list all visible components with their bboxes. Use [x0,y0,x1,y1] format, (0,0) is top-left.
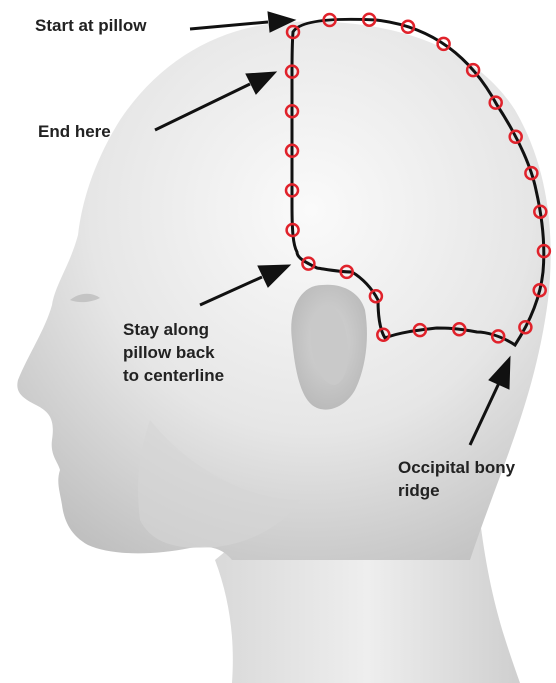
label-stay-line-2: pillow back [123,341,224,364]
label-start-text: Start at pillow [35,14,146,37]
label-start-at-pillow: Start at pillow [35,14,146,37]
label-stay-along: Stay along pillow back to centerline [123,318,224,387]
label-stay-line-1: Stay along [123,318,224,341]
label-occipital-line-1: Occipital bony [398,456,515,479]
label-end-here: End here [38,120,111,143]
label-stay-line-3: to centerline [123,364,224,387]
label-occipital-ridge: Occipital bony ridge [398,456,515,502]
label-occipital-line-2: ridge [398,479,515,502]
label-end-text: End here [38,120,111,143]
